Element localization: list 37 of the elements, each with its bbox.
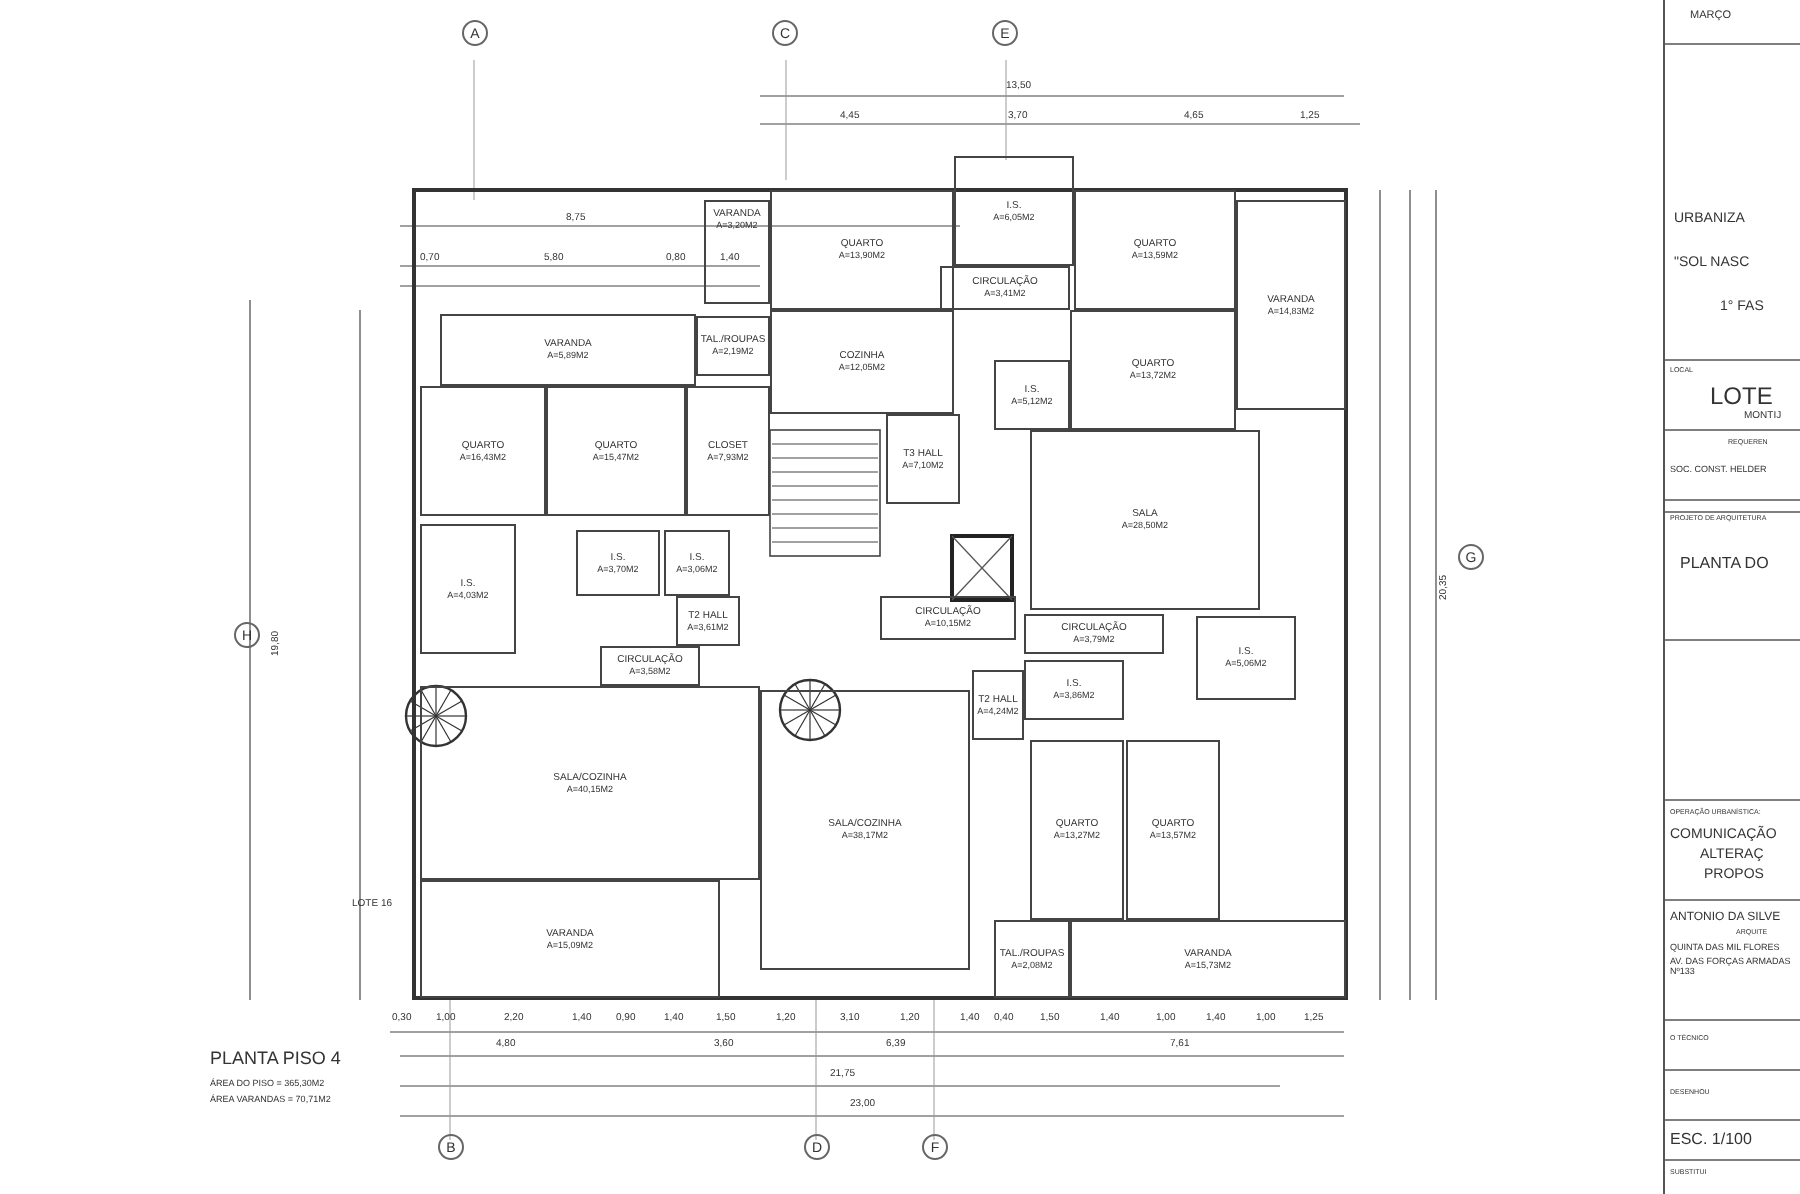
room-outline: [954, 156, 1074, 266]
room-outline: [994, 920, 1070, 998]
room-outline: [1126, 740, 1220, 920]
title-block-text: LOTE: [1710, 384, 1773, 408]
room-outline: [1070, 310, 1236, 430]
room-outline: [420, 524, 516, 654]
room-outline: [686, 386, 770, 516]
room-outline: [664, 530, 730, 596]
room-outline: [420, 880, 720, 998]
room-outline: [1030, 740, 1124, 920]
room-outline: [760, 690, 970, 970]
room-outline: [1074, 190, 1236, 310]
room-outline: [696, 316, 770, 376]
room-outline: [546, 386, 686, 516]
title-block-text: ESC. 1/100: [1670, 1132, 1752, 1148]
room-outline: [994, 360, 1070, 430]
room-outline: [676, 596, 740, 646]
room-outline: [770, 190, 954, 310]
room-outline: [1196, 616, 1296, 700]
room-outline: [880, 596, 1016, 640]
room-outline: [600, 646, 700, 686]
room-outline: [940, 266, 1070, 310]
room-outline: [576, 530, 660, 596]
room-outline: [1070, 920, 1346, 998]
room-outline: [972, 670, 1024, 740]
room-outline: [886, 414, 960, 504]
room-outline: [420, 686, 760, 880]
room-outline: [1030, 430, 1260, 610]
plan-title: PLANTA PISO 4: [210, 1050, 341, 1068]
room-outline: [1024, 614, 1164, 654]
room-outline: [1024, 660, 1124, 720]
room-outline: [770, 310, 954, 414]
title-block-text: PLANTA DO: [1680, 556, 1769, 572]
room-outline: [1236, 200, 1346, 410]
room-outline: [440, 314, 696, 386]
room-outline: [420, 386, 546, 516]
room-outline: [704, 200, 770, 304]
